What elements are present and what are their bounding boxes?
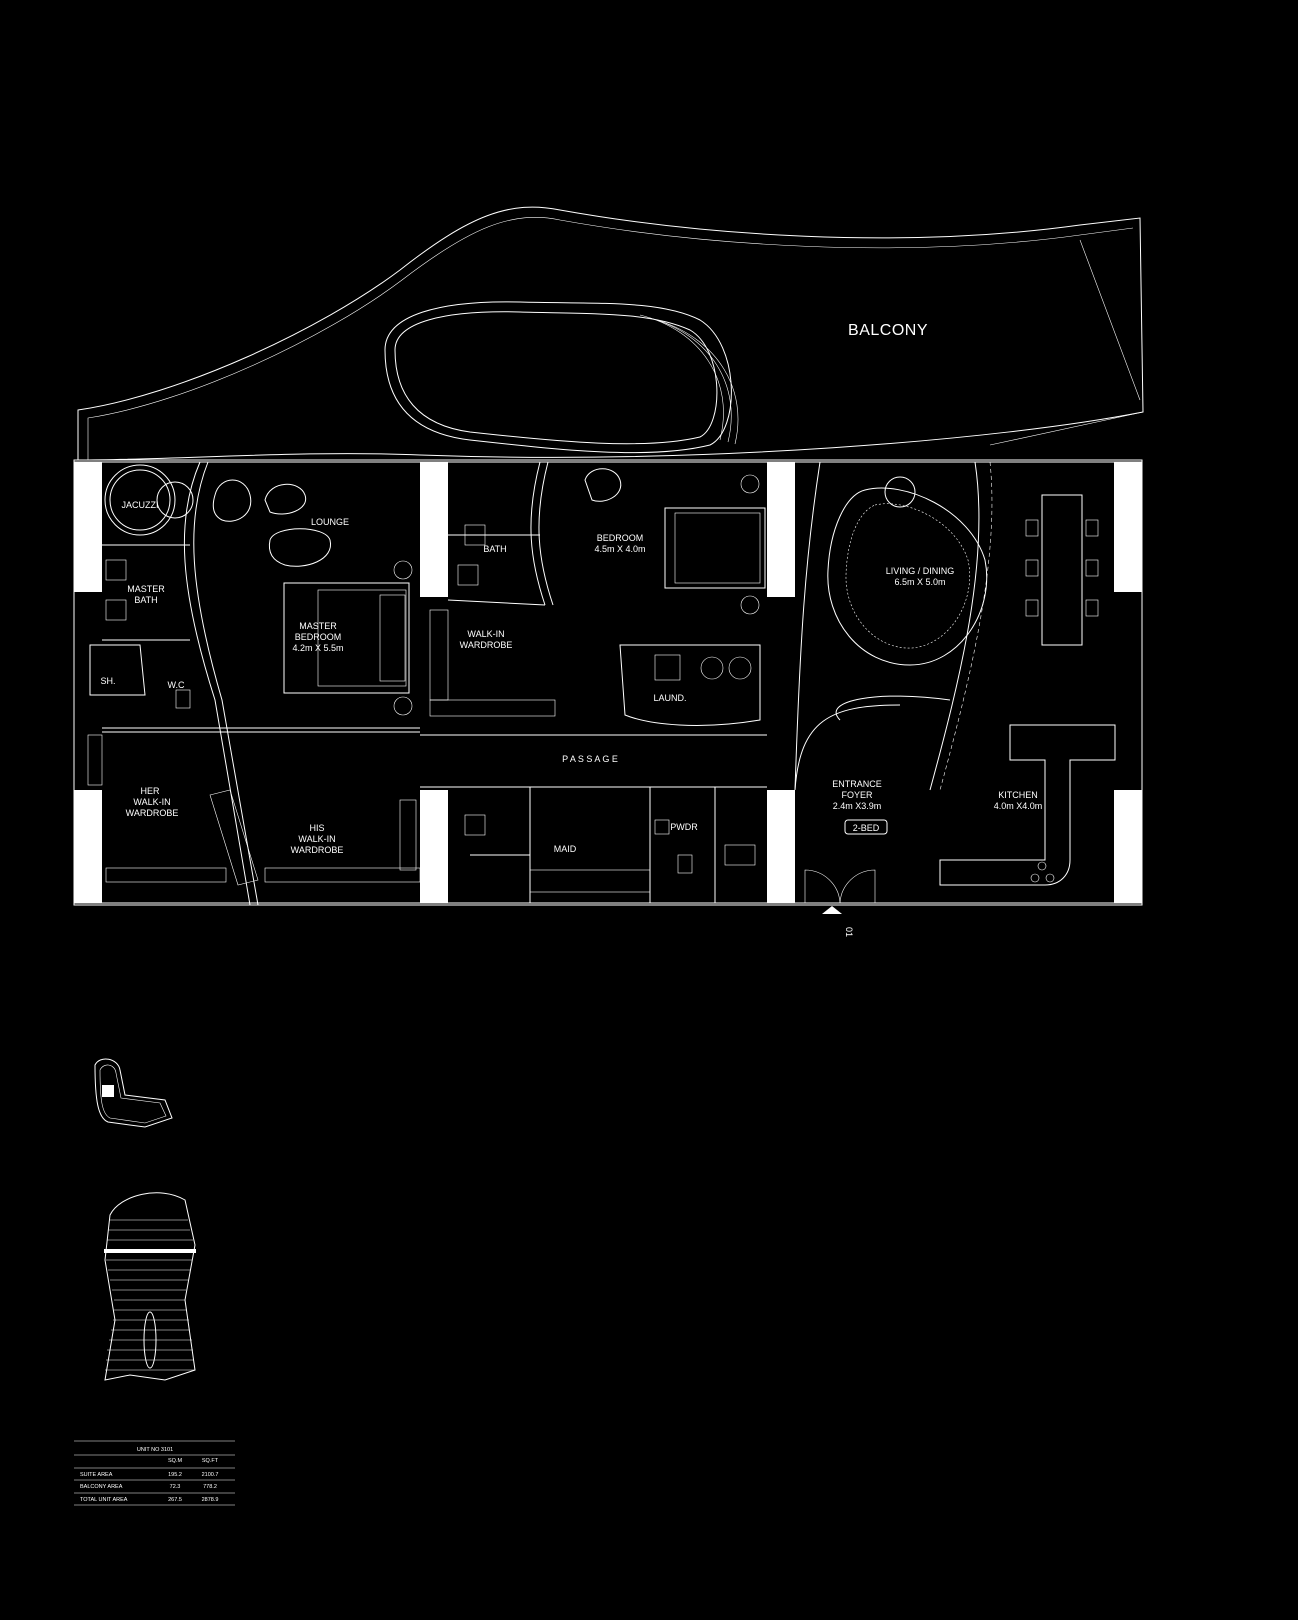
table-row-sqft: 2100.7 bbox=[202, 1472, 219, 1478]
entrance-doors bbox=[804, 819, 888, 904]
wc-label: W.C bbox=[168, 680, 185, 690]
bedroom-furniture bbox=[584, 468, 766, 615]
table-row-sqm: 195.2 bbox=[168, 1472, 182, 1478]
balcony-outline bbox=[77, 206, 1144, 461]
living-dining-label: LIVING / DINING bbox=[886, 566, 955, 576]
shower-label: SH. bbox=[100, 676, 115, 686]
master-bedroom-label-2: BEDROOM bbox=[295, 632, 342, 642]
master-bedroom-size: 4.2m X 5.5m bbox=[292, 643, 343, 653]
master-bath-fixtures bbox=[89, 559, 191, 709]
wardrobe-rails bbox=[429, 609, 556, 717]
table-row-label: SUITE AREA bbox=[80, 1472, 113, 1478]
master-bath-label-2: BATH bbox=[134, 595, 157, 605]
kitchen-label: KITCHEN bbox=[998, 790, 1038, 800]
balcony-pool bbox=[384, 301, 739, 454]
table-row-sqft: 778.2 bbox=[203, 1484, 217, 1490]
bath-fixtures bbox=[457, 524, 486, 586]
balcony-label: BALCONY bbox=[848, 322, 928, 339]
walkin-label-1: WALK-IN bbox=[467, 629, 504, 639]
wardrobe-rails-lower bbox=[87, 734, 421, 886]
maid-fixtures bbox=[464, 814, 756, 893]
passage-label: P A S S A G E bbox=[562, 754, 618, 764]
tower-floor-lines bbox=[105, 1219, 195, 1371]
her-label-2: WALK-IN bbox=[133, 797, 170, 807]
table-row-label: TOTAL UNIT AREA bbox=[80, 1497, 128, 1503]
jacuzzi-label: JACUZZI bbox=[122, 500, 159, 510]
dining-table bbox=[1025, 494, 1099, 646]
table-col-sqm: SQ.M bbox=[168, 1458, 182, 1464]
tower-elevation-thumbnail bbox=[104, 1192, 196, 1381]
his-label-2: WALK-IN bbox=[298, 834, 335, 844]
table-row-label: BALCONY AREA bbox=[80, 1484, 123, 1490]
pwdr-label: PWDR bbox=[670, 822, 698, 832]
jacuzzi bbox=[104, 464, 194, 536]
master-bed bbox=[283, 582, 410, 694]
master-bath-label-1: MASTER bbox=[127, 584, 165, 594]
entrance-label-2: FOYER bbox=[841, 790, 873, 800]
kitchen-size: 4.0m X4.0m bbox=[994, 801, 1043, 811]
laundry-fixtures bbox=[619, 644, 761, 726]
table-row-sqm: 72.3 bbox=[170, 1484, 181, 1490]
kitchen-counters bbox=[939, 724, 1116, 886]
living-sofa bbox=[827, 476, 988, 666]
his-label-3: WARDROBE bbox=[291, 845, 344, 855]
bedroom-label: BEDROOM bbox=[597, 533, 644, 543]
table-col-sqft: SQ.FT bbox=[202, 1458, 219, 1464]
entry-arrow-icon bbox=[822, 906, 842, 914]
bedroom-size: 4.5m X 4.0m bbox=[594, 544, 645, 554]
lounge-furniture bbox=[212, 479, 413, 716]
entrance-label-1: ENTRANCE bbox=[832, 779, 882, 789]
laundry-label: LAUND. bbox=[653, 693, 686, 703]
unit-type-tag: 2-BED bbox=[853, 823, 880, 833]
table-row-sqm: 267.5 bbox=[168, 1497, 182, 1503]
her-label-1: HER bbox=[140, 786, 160, 796]
area-table: UNIT NO 3101 SQ.M SQ.FT SUITE AREA 195.2… bbox=[74, 1440, 235, 1506]
his-label-1: HIS bbox=[309, 823, 324, 833]
walkin-label-2: WARDROBE bbox=[460, 640, 513, 650]
lounge-label: LOUNGE bbox=[311, 517, 349, 527]
master-bedroom-label-1: MASTER bbox=[299, 621, 337, 631]
key-plan-thumbnail bbox=[94, 1058, 173, 1128]
bath-label: BATH bbox=[483, 544, 506, 554]
unit-walls bbox=[73, 459, 1143, 906]
living-dining-size: 6.5m X 5.0m bbox=[894, 577, 945, 587]
maid-label: MAID bbox=[554, 844, 577, 854]
her-label-3: WARDROBE bbox=[126, 808, 179, 818]
entry-marker-label: 01 bbox=[844, 927, 854, 937]
table-row-sqft: 2878.9 bbox=[202, 1497, 219, 1503]
entrance-size: 2.4m X3.9m bbox=[833, 801, 882, 811]
table-title: UNIT NO 3101 bbox=[137, 1447, 173, 1453]
